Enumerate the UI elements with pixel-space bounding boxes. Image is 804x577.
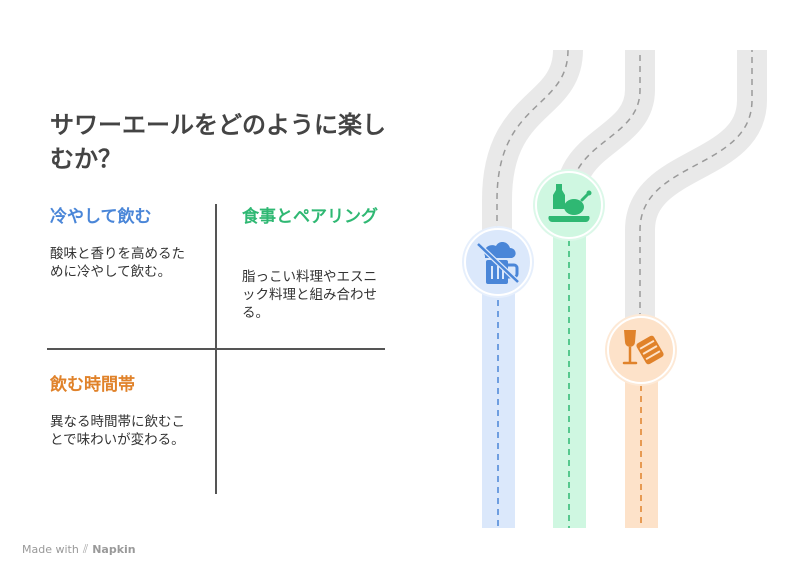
wine-glass-icon [605,314,677,386]
section-desc-chill: 酸味と香りを高めるために冷やして飲む。 [50,246,185,280]
vertical-divider [215,204,217,494]
napkin-logo-icon: ⫽ [82,542,89,556]
no-beer-mug-icon [462,226,534,298]
page-title: サワーエールをどのように楽しむか？ [50,111,386,173]
road-1 [482,49,583,232]
footer-brand: Napkin [92,543,136,556]
section-title-chill: 冷やして飲む [50,207,152,227]
section-desc-timing: 異なる時間帯に飲むことで味わいが変わる。 [50,414,185,448]
section-desc-pairing: 脂っこい料理やエスニック料理と組み合わせる。 [242,269,377,321]
footer-attribution: Made with ⫽ Napkin [22,542,136,557]
road-3-dash [639,50,753,330]
food-bottle-icon [533,169,605,241]
footer-made-with: Made with [22,543,79,556]
lane-blue [482,262,515,528]
section-title-pairing: 食事とペアリング [242,207,378,227]
section-title-timing: 飲む時間帯 [50,375,135,395]
